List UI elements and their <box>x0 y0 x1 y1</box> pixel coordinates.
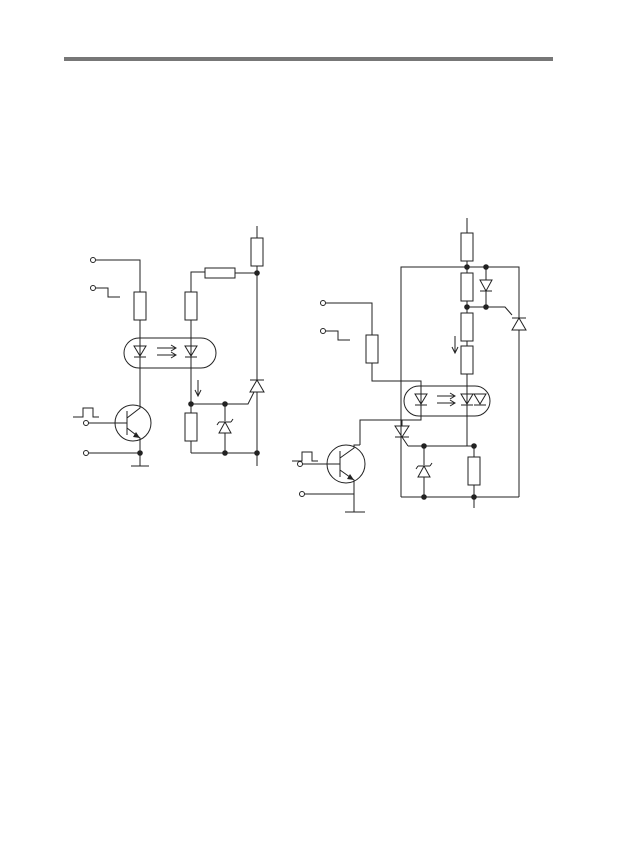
resistor <box>460 312 474 342</box>
input-terminal-top <box>90 257 141 292</box>
optocoupler <box>403 385 491 417</box>
left-circuit <box>73 226 265 467</box>
npn-transistor <box>300 444 366 512</box>
zener-diode <box>415 446 433 497</box>
resistor <box>184 412 198 442</box>
resistor <box>365 334 379 364</box>
right-circuit <box>292 218 527 513</box>
header-rule <box>64 57 553 61</box>
thyristor <box>394 420 410 447</box>
pulse-symbol <box>292 451 318 462</box>
resistor <box>460 345 474 375</box>
resistor <box>467 456 481 486</box>
input-terminal-top <box>320 300 326 306</box>
current-arrow <box>451 336 459 355</box>
current-arrow <box>194 380 202 398</box>
input-terminal-bottom <box>299 491 305 497</box>
resistor <box>460 272 474 302</box>
zener-diode <box>216 404 234 453</box>
resistor <box>460 232 474 262</box>
resistor <box>250 237 264 267</box>
ground-symbol <box>90 285 120 298</box>
thyristor <box>249 379 265 466</box>
input-terminal-bottom <box>83 450 89 456</box>
resistor <box>133 291 147 321</box>
input-terminal-pulse <box>297 461 303 467</box>
fuse <box>204 267 236 279</box>
diode <box>479 267 493 307</box>
pulse-symbol <box>73 407 99 418</box>
thyristor <box>511 311 527 331</box>
resistor <box>184 291 198 321</box>
npn-transistor <box>86 392 152 452</box>
optocoupler <box>123 337 217 369</box>
ground-symbol <box>320 328 350 341</box>
input-terminal-pulse <box>83 420 89 426</box>
